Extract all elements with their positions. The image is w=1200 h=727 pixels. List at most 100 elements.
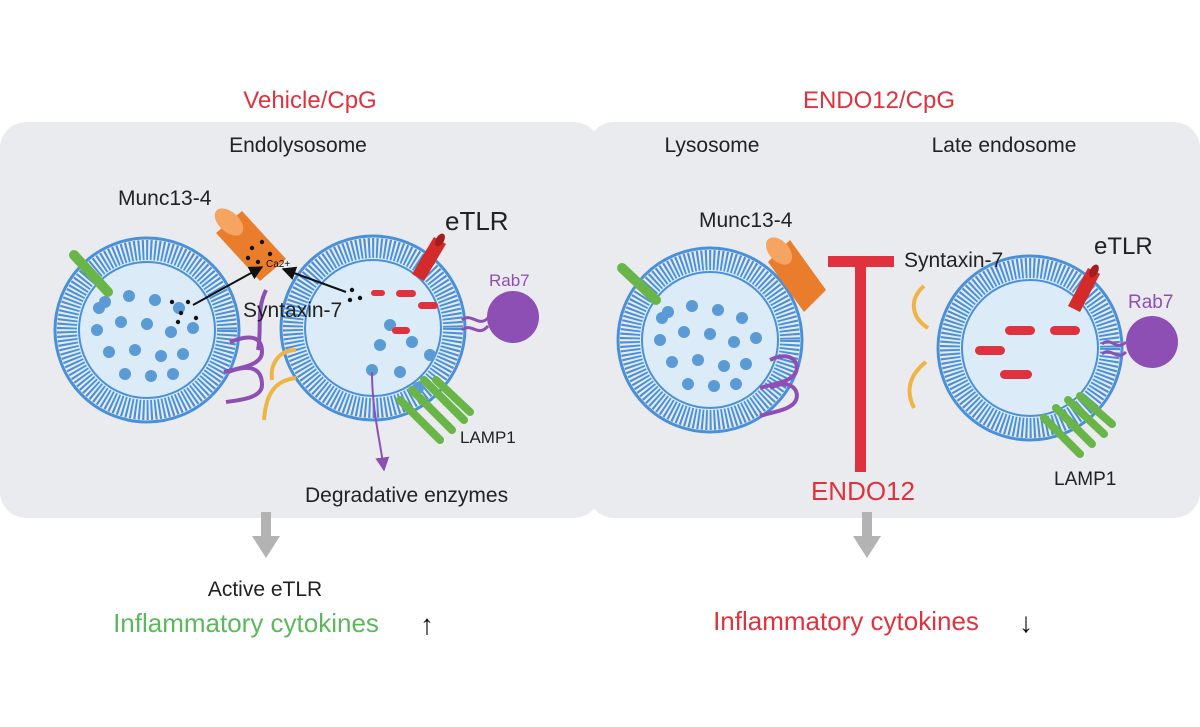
rab7-linker [1101, 340, 1128, 347]
particle [187, 322, 199, 334]
late-endosome-label: Late endosome [932, 134, 1077, 157]
lamp1-strand [1052, 404, 1096, 448]
particle [93, 302, 105, 314]
right-panel: ENDO12/CpG Lysosome Late endosome [588, 87, 1200, 638]
ca-ion [185, 299, 191, 305]
lamp1-strand [1064, 396, 1108, 438]
particle [165, 326, 177, 338]
ca-ion [249, 245, 255, 251]
right-munc13-4-label: Munc13-4 [699, 209, 793, 232]
particle [366, 364, 378, 376]
lysosome-inner-membrane [78, 261, 216, 399]
ca-ion [169, 299, 175, 305]
right-munc13-4-cylinder [765, 237, 826, 312]
particle [686, 300, 698, 312]
right-condition-title: ENDO12/CpG [803, 87, 955, 114]
right-outcome-arrow-icon [853, 512, 881, 558]
left-cytokines-label: Inflammatory cytokines [113, 608, 379, 638]
rab7-sphere [487, 291, 539, 343]
particle [654, 334, 666, 346]
ca-ion [259, 239, 265, 245]
right-rab7-label: Rab7 [1128, 292, 1173, 313]
particle [177, 348, 189, 360]
particle [103, 346, 115, 358]
particle [740, 358, 752, 370]
membrane-marker [69, 250, 113, 297]
particle [678, 326, 690, 338]
snare-protein [759, 382, 799, 418]
right-lamp1-label: LAMP1 [1054, 469, 1116, 490]
particle [119, 368, 131, 380]
lamp1-strand [408, 386, 456, 434]
etlr-body [412, 237, 446, 281]
endosome-inner-membrane [961, 279, 1099, 417]
syntaxin-strand [262, 376, 297, 421]
arrow-head [853, 536, 881, 558]
ca-ion [193, 315, 199, 321]
endosome-outer-membrane [936, 254, 1124, 442]
lamp1-strand [420, 376, 468, 424]
lamp1-protein [396, 376, 474, 444]
left-outcome-arrow-icon [252, 512, 280, 558]
ca-arrow [281, 266, 347, 293]
rab7-linker [461, 316, 490, 323]
right-syntaxin-7-label: Syntaxin-7 [904, 249, 1003, 272]
cpg-fragment [418, 302, 438, 309]
endo12-label: ENDO12 [811, 476, 915, 506]
particle [149, 294, 161, 306]
particle [115, 316, 127, 328]
cylinder-cap [765, 237, 793, 265]
particle [173, 302, 185, 314]
particle [666, 356, 678, 368]
degradative-enzymes-label: Degradative enzymes [305, 484, 508, 507]
syntaxin-strand [907, 360, 928, 409]
particle [394, 366, 406, 378]
arrow-shaft [261, 512, 271, 538]
cpg-fragment [392, 327, 410, 334]
lamp1-strand [1040, 414, 1084, 458]
right-rab7-protein [1101, 316, 1178, 368]
arrow-head [252, 536, 280, 558]
lamp1-strand [1076, 392, 1116, 428]
particle [750, 332, 762, 344]
particle [682, 378, 694, 390]
right-etlr-label: eTLR [1094, 233, 1153, 260]
ca-ion [255, 259, 261, 265]
snare-protein [225, 365, 265, 404]
particle [123, 290, 135, 302]
ca-ion [267, 251, 273, 257]
particle [656, 312, 668, 324]
ca-ion [357, 295, 363, 301]
lysosome-inner-membrane [641, 271, 779, 409]
left-condition-title: Vehicle/CpG [243, 87, 376, 114]
particle [736, 312, 748, 324]
etlr-body [1068, 268, 1100, 312]
particle [712, 304, 724, 316]
rab7-linker [461, 324, 490, 333]
right-late-endosome [936, 254, 1124, 442]
syntaxin-strand [269, 348, 297, 381]
etlr-cap [435, 233, 445, 247]
lamp1-strand [396, 396, 444, 444]
cpg-fragment [1000, 370, 1032, 379]
inhibition-t-icon [828, 256, 894, 472]
inhibition-bar [828, 256, 894, 267]
particle [155, 350, 167, 362]
cpg-fragment [396, 290, 416, 297]
lysosome-particles [91, 290, 199, 382]
ca-arrow [192, 266, 264, 306]
cpg-fragment [371, 290, 385, 296]
particle [424, 349, 436, 361]
lysosome-label: Lysosome [665, 134, 760, 157]
particle [91, 324, 103, 336]
particle [718, 360, 730, 372]
syntaxin-strand [912, 284, 930, 330]
ca-ion [347, 297, 353, 303]
particle [145, 370, 157, 382]
particle [384, 319, 396, 331]
munc13-4-cylinder: Ca2+ [214, 208, 290, 281]
down-arrow-icon: ↓ [1019, 607, 1033, 638]
membrane-marker [617, 263, 661, 305]
particle [728, 336, 740, 348]
particle [374, 339, 386, 351]
